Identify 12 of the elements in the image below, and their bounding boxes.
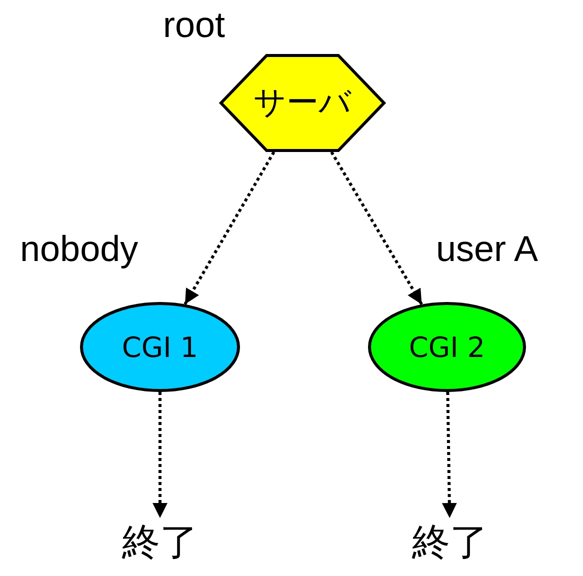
node-label: 終了 (122, 518, 198, 566)
node-label: 終了 (412, 518, 488, 566)
role-label: root (163, 4, 226, 46)
dotted-arrow (152, 392, 168, 518)
role-label: user A (436, 228, 538, 270)
node-label: CGI 1 (122, 330, 198, 364)
dotted-arrow (330, 151, 424, 306)
dotted-arrow (442, 392, 457, 518)
role-label: nobody (20, 228, 138, 270)
node-label: CGI 2 (408, 330, 486, 364)
node-label: サーバ (254, 82, 352, 123)
dotted-arrow (184, 151, 276, 305)
